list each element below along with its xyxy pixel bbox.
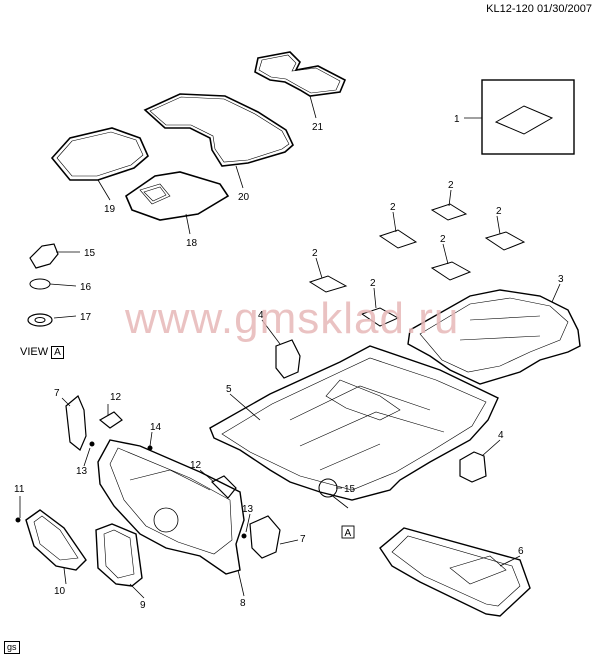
part-20-mat: [143, 93, 294, 167]
callout-21: 21: [312, 122, 324, 133]
part-17-grommet: [27, 313, 53, 327]
callout-18: 18: [186, 238, 198, 249]
callout-17: 17: [80, 312, 92, 323]
callout-5: 5: [226, 384, 232, 395]
part-13-fastener-right: [241, 533, 247, 539]
callout-8: 8: [240, 598, 246, 609]
callout-13-right: 13: [242, 504, 254, 515]
callout-6: 6: [518, 546, 524, 557]
callout-labels: 21 20 19 18 1 2 2 2 2 2 2 3 4 4 5 6 7 7 …: [14, 114, 564, 611]
view-label-letter: A: [51, 346, 64, 359]
drawing-code: KL12-120: [486, 3, 534, 15]
drawing-date: 01/30/2007: [536, 3, 592, 15]
part-7-right: [249, 515, 281, 559]
part-13-fastener-left: [89, 441, 95, 447]
part-3-rear-carpet: [407, 289, 581, 385]
part-8-dash-insulator: [97, 439, 245, 575]
part-11-fastener: [15, 517, 21, 523]
part-14-fastener: [147, 445, 153, 451]
callout-12-right: 12: [190, 460, 202, 471]
callout-10: 10: [54, 586, 66, 597]
callout-16: 16: [80, 282, 92, 293]
part-21-mat: [254, 51, 347, 97]
part-9-panel: [95, 523, 143, 587]
callout-15-left: 15: [84, 248, 96, 259]
part-19-mat: [50, 127, 149, 181]
callout-7-left: 7: [54, 388, 60, 399]
callout-4-right: 4: [498, 430, 504, 441]
part-7-left: [65, 395, 87, 451]
part-1-pad: [494, 105, 554, 135]
callout-7-right: 7: [300, 534, 306, 545]
callout-1: 1: [454, 114, 460, 125]
callout-14: 14: [150, 422, 162, 433]
callout-2-c: 2: [390, 202, 396, 213]
callout-2-f: 2: [370, 278, 376, 289]
callout-4-left: 4: [258, 310, 264, 321]
callout-2-e: 2: [312, 248, 318, 259]
callout-19: 19: [104, 204, 116, 215]
footer-tag: gs: [4, 641, 20, 654]
part-12-right: [210, 475, 237, 499]
part-1-frame: [481, 79, 575, 155]
part-16-grommet: [29, 278, 51, 290]
part-10-panel: [25, 509, 87, 571]
callout-2-d: 2: [440, 234, 446, 245]
part-15-clip: [29, 243, 59, 269]
callout-2-a: 2: [448, 180, 454, 191]
watermark: www.gmsklad.ru: [125, 294, 460, 343]
leader-lines: [19, 95, 561, 599]
callout-9: 9: [140, 600, 146, 611]
part-4-plug-right: [459, 451, 487, 483]
drawing-header: KL12-120 01/30/2007: [486, 3, 592, 15]
callout-20: 20: [238, 192, 250, 203]
part-12-left: [98, 411, 123, 429]
callout-view-a: A: [345, 528, 352, 539]
callout-11: 11: [14, 484, 25, 495]
part-18-mat: [125, 171, 230, 221]
callout-15-right: 15: [344, 484, 356, 495]
part-17-hole: [34, 317, 46, 323]
callout-12-left: 12: [110, 392, 122, 403]
view-label-text: VIEW: [20, 346, 49, 358]
view-a-box: [341, 525, 355, 539]
part-6-insulator: [379, 527, 531, 617]
part-4-plug-left: [275, 339, 301, 379]
callout-2-b: 2: [496, 206, 502, 217]
callout-3: 3: [558, 274, 564, 285]
callout-13-left: 13: [76, 466, 88, 477]
part-5-main-carpet: [209, 345, 499, 501]
